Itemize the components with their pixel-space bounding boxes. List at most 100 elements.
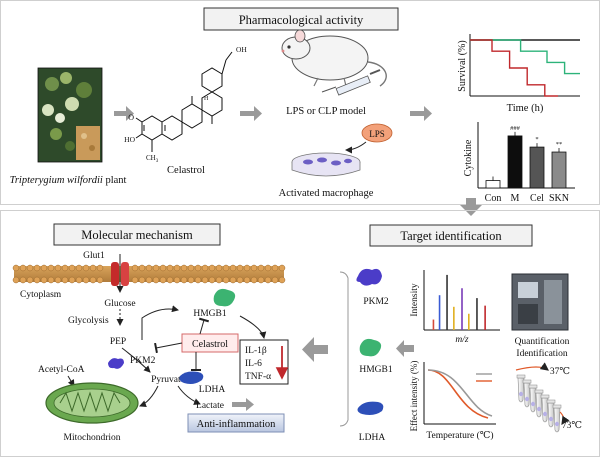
top-arrow-3 [410,106,432,121]
pcr-tube-cap [516,374,526,379]
pcr-tube [523,382,531,408]
pcr-tube-sample [525,396,529,402]
pcr-tube [529,387,537,413]
membrane-bead [68,276,76,284]
membrane-bead [12,264,20,272]
hmgb1-cytokine-arrow [239,315,267,339]
membrane-bead [19,276,27,284]
membrane-bead [152,276,160,284]
target-left-arrow [396,340,414,357]
membrane-bead [12,276,20,284]
lps-badge [361,123,393,143]
cell-membrane [12,264,286,284]
membrane-bead [271,276,279,284]
membrane-bead [33,264,41,272]
temp-37-label: 37℃ [550,367,571,377]
celastrol-label-mech: Celastrol [192,339,228,350]
membrane-bead [264,276,272,284]
cytokine-il6: IL-6 [245,359,262,369]
glut1-transporter [111,254,129,293]
pep-label: PEP [110,337,126,347]
pyruvate-lactate-arrow [177,385,201,405]
membrane-bead [215,264,223,272]
pyruvate-mito-arrow [139,385,159,408]
carboxyl-label: OH [236,45,247,54]
membrane-bead [229,264,237,272]
membrane-bead [75,276,83,284]
cytokine-annotation: ### [510,125,521,132]
mouse-illustration [281,29,387,87]
cytokine-ylabel: Cytokine [463,139,474,176]
pcr-tube-strip [516,374,562,433]
membrane-bead [82,264,90,272]
methyl-sub: 3 [156,159,159,164]
membrane-bead [33,276,41,284]
membrane-bead [40,276,48,284]
membrane-bead [75,264,83,272]
cytokine-annotation: ** [556,141,563,148]
molecular-title: Molecular mechanism [81,228,193,242]
lps-label: LPS [369,129,385,139]
target-bracket [339,271,349,427]
h-label: H [204,96,209,102]
cytokine-annotation: * [535,136,538,143]
cytokine-bar-Cel [529,146,545,189]
membrane-bead [229,276,237,284]
membrane-bead [82,276,90,284]
target-title: Target identification [400,229,502,243]
anti-inflammation-label: Anti-inflammation [197,419,276,430]
methyl-label: CH3 [146,154,159,164]
ldha-label-target: LDHA [359,433,386,443]
macrophage-label: Activated macrophage [279,188,374,199]
hmgb1-icon-target [359,338,382,357]
temp-73-label: 73℃ [562,421,583,431]
glucose-label: Glucose [104,299,135,309]
membrane-bead [222,276,230,284]
plant-name: Tripterygium wilfordii [10,175,103,186]
pkm2-label: PKM2 [130,356,156,366]
membrane-bead [180,264,188,272]
pcr-tube-cap [546,399,556,404]
pep-pyruvate-arrow [121,347,151,373]
membrane-bead [131,276,139,284]
membrane-bead [152,264,160,272]
melt-curve-control [427,369,493,417]
membrane-bead [96,276,104,284]
cytokine-tick-Cel: Cel [530,193,544,204]
cytokine-tick-SKN: SKN [549,193,569,204]
membrane-bead [264,264,272,272]
cytokine-tick-M: M [511,193,520,204]
membrane-bead [166,276,174,284]
pkm2-icon [108,358,124,369]
celastrol-hmgb1-inhibit [198,317,210,335]
mitochondrion-label: Mitochondrion [64,433,121,443]
membrane-bead [54,276,62,284]
syringe-illustration [321,69,381,96]
membrane-bead [257,276,265,284]
hmgb1-icon-mech [213,288,236,307]
membrane-bead [68,264,76,272]
pkm2-hmgb1-arrow [141,305,179,340]
pcr-tube [553,407,561,433]
membrane-bead [89,264,97,272]
membrane-bead [19,264,27,272]
acetyl-label: Acetyl-CoA [38,365,85,375]
membrane-bead [40,264,48,272]
survival-series-1 [470,39,580,75]
cytokine-chart: Con###M*Cel**SKN [477,122,575,204]
ms-ylabel: Intensity [410,283,420,316]
anti-inflammation-box [187,413,285,433]
molecular-title-box [53,223,221,246]
cytokine-tnfa: TNF-α [245,372,271,382]
left-arrow [302,337,328,362]
pkm2-label-target: PKM2 [363,297,389,307]
membrane-bead [208,264,216,272]
pcr-tube-sample [531,401,535,407]
membrane-bead [159,264,167,272]
celastrol-structure [135,51,233,152]
quant-label-1: Quantification [515,336,570,347]
membrane-bead [131,264,139,272]
membrane-bead [180,276,188,284]
